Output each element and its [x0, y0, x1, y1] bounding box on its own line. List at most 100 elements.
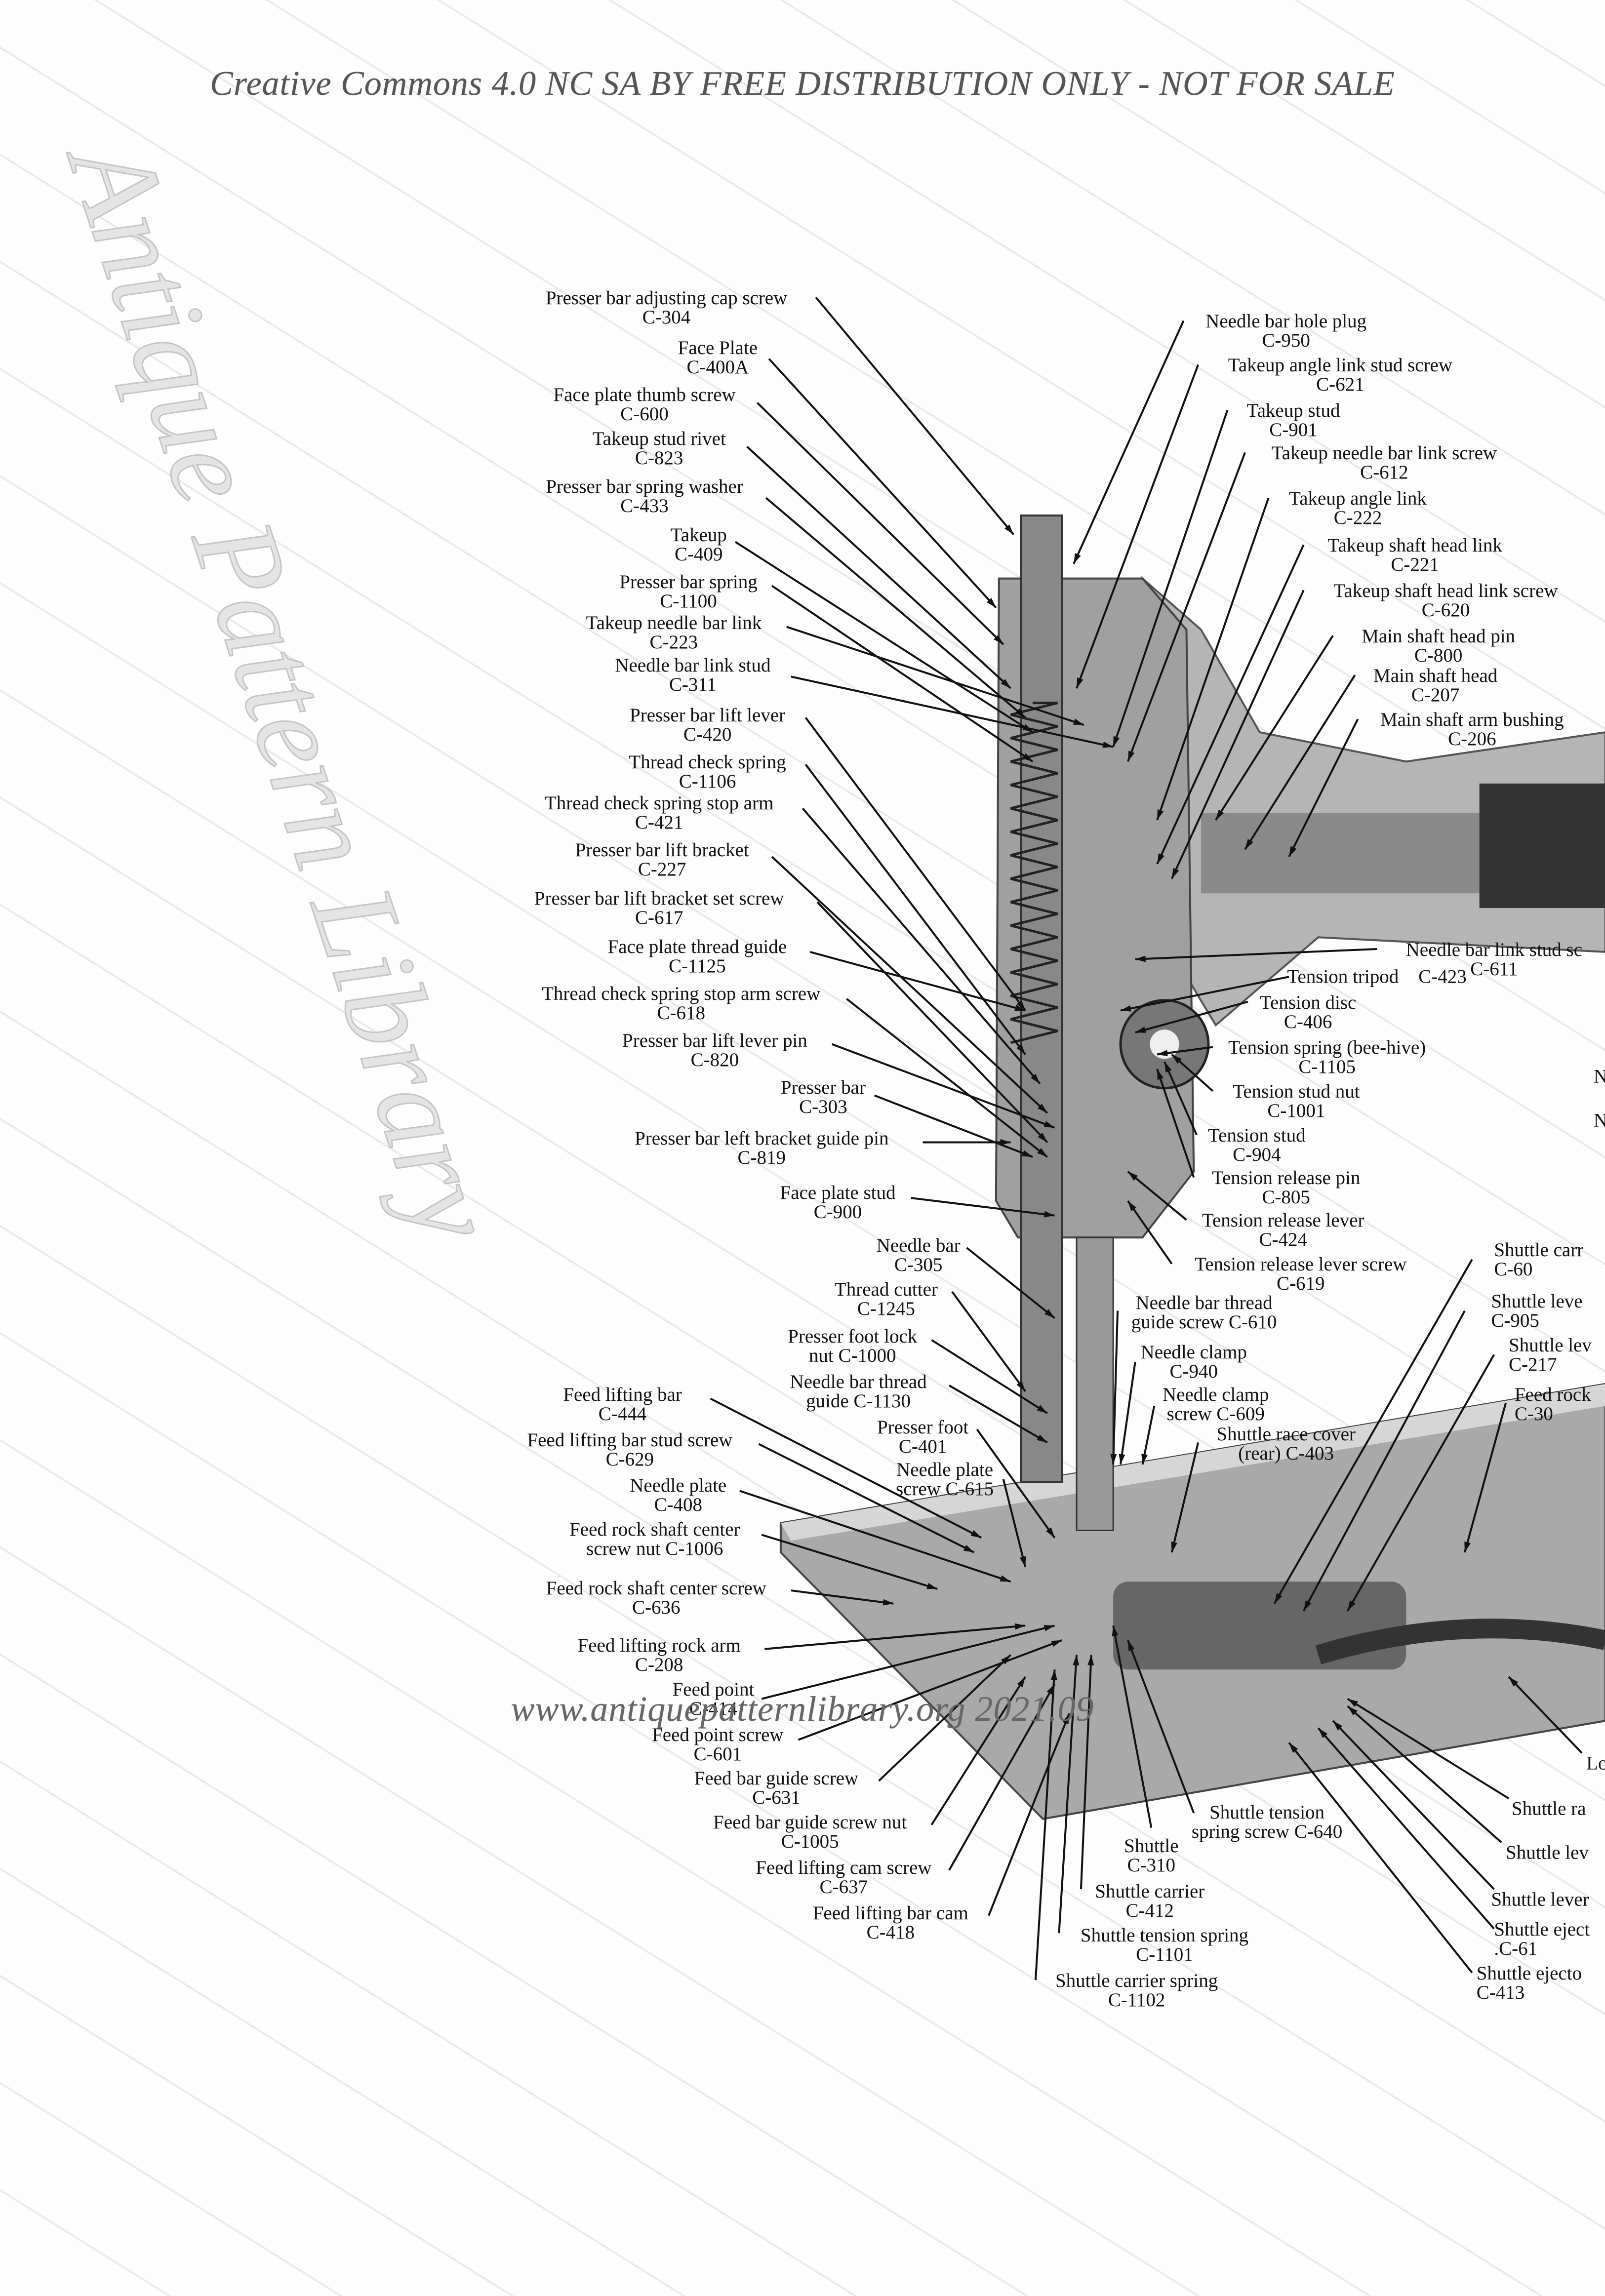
arrowhead-icon: [1171, 1054, 1182, 1064]
leader-line: [758, 1443, 975, 1553]
arrowhead-icon: [1022, 1150, 1033, 1157]
part-name: Needle bar hole plug: [1205, 311, 1367, 332]
part-number: C-805: [1262, 1187, 1310, 1208]
part-name: Tension tripod: [1287, 966, 1399, 988]
part-label: Shuttle race cover(rear) C-403: [1216, 1425, 1356, 1463]
leader-line: [761, 1624, 1055, 1700]
arrowhead-icon: [1043, 1121, 1055, 1128]
part-number: C-618: [657, 1002, 705, 1024]
part-label: Shuttle eject.C-61: [1494, 1920, 1590, 1958]
arrowhead-icon: [1037, 1148, 1047, 1157]
part-name: Feed lifting bar cam: [812, 1902, 968, 1924]
part-name: Feed rock shaft center screw: [546, 1577, 766, 1599]
part-name: Face plate thread guide: [607, 936, 787, 957]
part-number: C-900: [813, 1201, 862, 1223]
arrowhead-icon: [1038, 1132, 1047, 1143]
leader-line: [988, 1713, 1071, 1916]
arrowhead-icon: [1464, 1541, 1471, 1552]
part-name: Needle clamp: [1163, 1384, 1269, 1406]
leader-line: [1112, 409, 1229, 748]
leader-line: [948, 1385, 1048, 1444]
part-number: C-406: [1284, 1011, 1332, 1032]
arrowhead-icon: [1019, 1556, 1026, 1567]
part-name: Tension disc: [1259, 991, 1357, 1013]
part-name: Presser bar lift lever pin: [622, 1029, 807, 1051]
arrowhead-icon: [1031, 1073, 1040, 1084]
arrowhead-icon: [1333, 1721, 1343, 1731]
part-label: N: [1594, 1110, 1605, 1130]
part-number: C-1106: [679, 771, 736, 792]
arrowhead-icon: [1014, 1623, 1026, 1630]
leader-line: [1002, 1479, 1027, 1568]
part-name: Takeup angle link stud screw: [1228, 355, 1453, 376]
arrowhead-icon: [1303, 1600, 1312, 1611]
part-name: Needle bar thread: [1135, 1292, 1273, 1313]
part-name: Feed rock: [1514, 1384, 1591, 1406]
arrowhead-icon: [1050, 1669, 1057, 1680]
arrowhead-icon: [883, 1599, 894, 1606]
arrowhead-icon: [1015, 708, 1026, 718]
presser-bar: [1076, 1236, 1114, 1531]
leader-line: [846, 998, 1048, 1158]
arrowhead-icon: [1016, 1381, 1026, 1391]
part-number: C-619: [1277, 1273, 1325, 1295]
leader-line: [1317, 1727, 1495, 1930]
part-name: Thread check spring: [629, 752, 786, 773]
part-number: C-904: [1233, 1144, 1281, 1166]
part-name: Takeup shaft head link: [1327, 535, 1502, 556]
part-name: Lo: [1586, 1752, 1605, 1774]
leader-line: [1170, 1442, 1200, 1553]
arrowhead-icon: [1157, 1050, 1168, 1057]
part-number: C-310: [1127, 1854, 1176, 1876]
leader-line: [768, 358, 997, 609]
leader-line: [874, 1094, 1033, 1158]
arrowhead-icon: [1127, 751, 1135, 762]
part-name: Shuttle race cover: [1216, 1424, 1356, 1445]
arrowhead-icon: [1001, 679, 1011, 689]
part-number: C-629: [605, 1449, 654, 1470]
arrowhead-icon: [1127, 1201, 1137, 1212]
leader-line: [771, 585, 1034, 762]
arrowhead-icon: [1112, 1625, 1119, 1637]
part-name: Main shaft arm bushing: [1380, 709, 1564, 731]
arrowhead-icon: [1127, 1640, 1135, 1651]
leader-line: [786, 626, 1084, 726]
part-number: C-819: [737, 1147, 786, 1169]
part-name: Shuttle tension: [1209, 1801, 1325, 1823]
arrowhead-icon: [1045, 1527, 1055, 1538]
arrowhead-icon: [1119, 1454, 1125, 1465]
leader-line: [1135, 948, 1377, 960]
leader-line: [1112, 1310, 1119, 1465]
part-name: Shuttle lever: [1491, 1889, 1589, 1910]
leader-line: [791, 675, 1114, 748]
arrowhead-icon: [1022, 753, 1033, 762]
arrowhead-icon: [1164, 1062, 1172, 1073]
part-number: C-305: [894, 1254, 943, 1275]
leader-line: [710, 1397, 982, 1539]
arrowhead-icon: [1347, 1600, 1356, 1611]
part-name: Feed lifting rock arm: [577, 1634, 741, 1656]
arrowhead-icon: [1074, 553, 1081, 564]
